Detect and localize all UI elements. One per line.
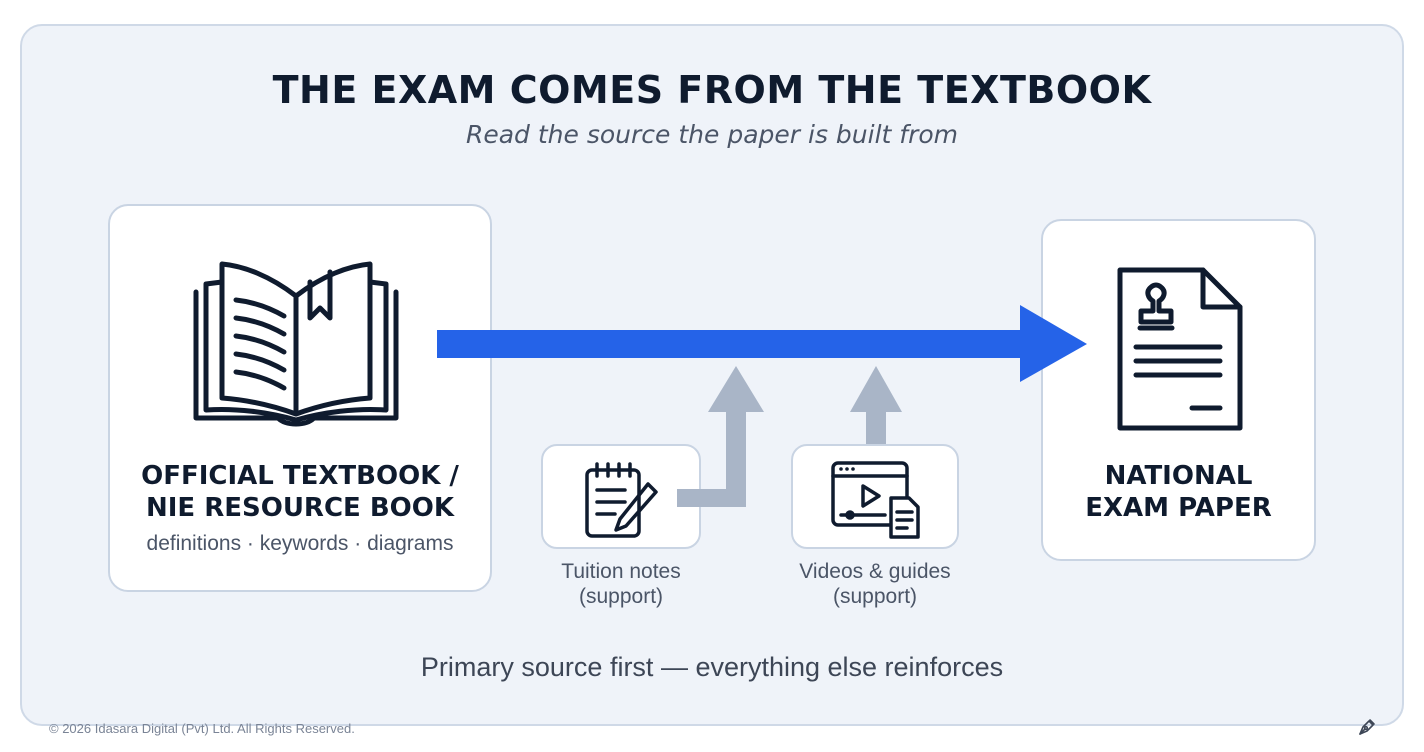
tuition-support-arrow [677, 366, 764, 507]
notepad-pencil-icon [585, 462, 658, 538]
textbook-subtext: definitions · keywords · diagrams [146, 532, 454, 555]
tuition-notes-label: Tuition notes [561, 560, 681, 583]
pen-nib-icon [1359, 719, 1375, 735]
exam-heading-line2: EXAM PAPER [1085, 493, 1272, 523]
videos-guides-label: Videos & guides [799, 560, 951, 583]
exam-paper-card [1041, 219, 1316, 561]
textbook-card [108, 204, 492, 592]
video-window-dots [839, 467, 855, 471]
tuition-notes-card [541, 444, 701, 549]
video-guide-icon [831, 461, 920, 539]
textbook-heading-line1: OFFICIAL TEXTBOOK / [141, 461, 459, 491]
exam-heading-line1: NATIONAL [1104, 461, 1253, 491]
videos-support-arrow [850, 366, 902, 444]
copyright-notice: © 2026 Idasara Digital (Pvt) Ltd. All Ri… [49, 721, 355, 736]
videos-guides-sublabel: (support) [832, 585, 918, 608]
diagram-subtitle: Read the source the paper is built from [465, 120, 959, 149]
stamped-document-icon [1117, 267, 1243, 431]
tuition-notes-sublabel: (support) [578, 585, 664, 608]
diagram-caption: Primary source first — everything else r… [420, 652, 1004, 682]
open-book-icon [193, 261, 399, 427]
textbook-heading-line2: NIE RESOURCE BOOK [145, 493, 455, 523]
diagram-title: THE EXAM COMES FROM THE TEXTBOOK [272, 68, 1152, 112]
main-flow-arrow [437, 305, 1087, 382]
